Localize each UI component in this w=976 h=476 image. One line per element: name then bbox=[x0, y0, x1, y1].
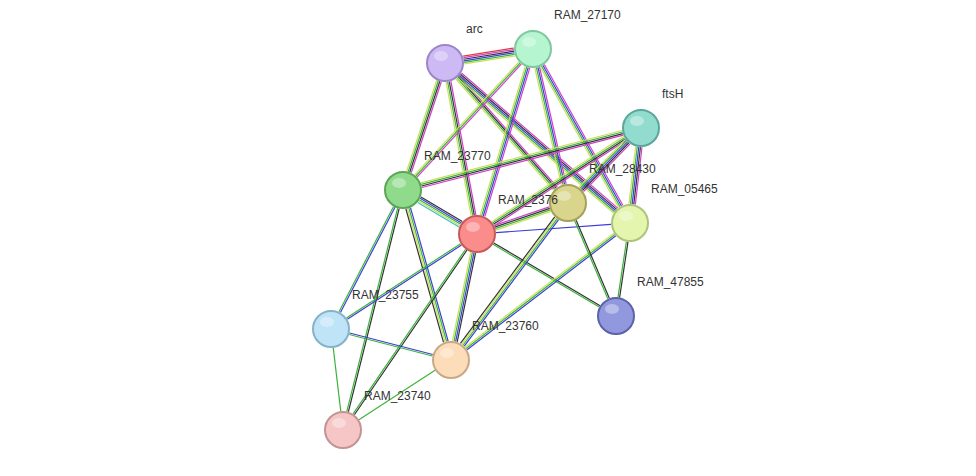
node-highlight bbox=[557, 191, 571, 201]
evidence-line bbox=[464, 56, 514, 64]
node-highlight bbox=[466, 222, 480, 232]
evidence-line bbox=[576, 220, 609, 298]
evidence-line bbox=[409, 208, 447, 341]
evidence-line bbox=[350, 333, 433, 354]
evidence-line bbox=[538, 67, 565, 184]
node-highlight bbox=[320, 317, 334, 327]
node-label: RAM_23755 bbox=[352, 288, 419, 302]
evidence-line bbox=[493, 139, 625, 224]
evidence-line bbox=[348, 209, 399, 412]
evidence-line bbox=[419, 201, 460, 226]
node-highlight bbox=[605, 304, 619, 314]
interaction-edge bbox=[494, 207, 551, 230]
node-label: RAM_27170 bbox=[554, 8, 621, 22]
evidence-line bbox=[494, 140, 626, 225]
interaction-edge bbox=[618, 242, 628, 298]
node-highlight bbox=[619, 211, 633, 221]
evidence-line bbox=[494, 243, 600, 306]
evidence-line bbox=[492, 136, 624, 221]
interaction-edge bbox=[353, 249, 467, 415]
protein-node: ftsH bbox=[622, 109, 660, 147]
evidence-line bbox=[493, 138, 625, 223]
node-label: RAM_2376 bbox=[498, 193, 558, 207]
interaction-edge bbox=[493, 243, 600, 307]
evidence-line bbox=[620, 242, 628, 297]
interaction-edge bbox=[415, 62, 522, 177]
evidence-line bbox=[480, 66, 525, 215]
node-highlight bbox=[392, 178, 406, 188]
evidence-line bbox=[333, 348, 341, 411]
interaction-edge bbox=[446, 81, 476, 216]
interaction-edge bbox=[575, 220, 610, 299]
protein-node: RAM_47855 bbox=[597, 297, 635, 335]
evidence-line bbox=[419, 200, 460, 225]
evidence-line bbox=[575, 221, 608, 299]
node-highlight bbox=[440, 348, 454, 358]
evidence-line bbox=[359, 370, 435, 419]
node-highlight bbox=[522, 37, 536, 47]
node-label: arc bbox=[466, 22, 483, 36]
node-label: RAM_23760 bbox=[472, 319, 539, 333]
protein-node: RAM_23770 bbox=[384, 171, 422, 209]
interaction-edge bbox=[465, 233, 616, 349]
node-label: RAM_47855 bbox=[637, 275, 704, 289]
evidence-line bbox=[349, 335, 432, 356]
evidence-line bbox=[415, 62, 519, 175]
node-highlight bbox=[434, 51, 448, 61]
protein-node: arc bbox=[426, 44, 464, 82]
evidence-line bbox=[353, 249, 466, 414]
evidence-line bbox=[416, 63, 520, 176]
evidence-line bbox=[449, 82, 474, 216]
node-highlight bbox=[332, 418, 346, 428]
evidence-line bbox=[540, 67, 567, 184]
interaction-edge bbox=[418, 197, 463, 227]
node-highlight bbox=[630, 116, 644, 126]
node-label: RAM_23770 bbox=[424, 149, 491, 163]
evidence-line bbox=[421, 197, 462, 222]
evidence-line bbox=[466, 235, 615, 349]
node-label: RAM_05465 bbox=[651, 182, 718, 196]
protein-node: RAM_05465 bbox=[611, 204, 649, 242]
evidence-line bbox=[448, 82, 473, 216]
evidence-line bbox=[420, 198, 461, 223]
protein-node: RAM_23760 bbox=[432, 341, 470, 379]
interaction-edge bbox=[359, 370, 435, 419]
evidence-line bbox=[465, 233, 614, 347]
interaction-edge bbox=[349, 333, 433, 356]
evidence-line bbox=[446, 82, 471, 216]
evidence-line bbox=[464, 54, 514, 62]
evidence-line bbox=[467, 236, 616, 350]
evidence-line bbox=[458, 77, 614, 212]
evidence-line bbox=[495, 208, 550, 227]
evidence-line bbox=[536, 68, 563, 185]
evidence-line bbox=[354, 250, 467, 415]
protein-node: RAM_2376 bbox=[458, 215, 496, 253]
protein-node: RAM_23740 bbox=[324, 411, 362, 449]
evidence-line bbox=[418, 202, 459, 227]
evidence-line bbox=[535, 68, 562, 185]
interaction-edge bbox=[492, 136, 627, 225]
evidence-line bbox=[496, 211, 551, 230]
node-label: RAM_28430 bbox=[589, 162, 656, 176]
interaction-edge bbox=[333, 348, 341, 411]
protein-node: RAM_27170 bbox=[514, 30, 552, 68]
evidence-line bbox=[495, 210, 550, 229]
protein-node: RAM_23755 bbox=[312, 310, 350, 348]
evidence-line bbox=[618, 242, 626, 297]
evidence-line bbox=[347, 208, 398, 411]
interaction-edge bbox=[463, 48, 515, 64]
interaction-edge bbox=[347, 208, 399, 412]
evidence-line bbox=[493, 244, 599, 307]
evidence-line bbox=[451, 81, 476, 215]
node-label: ftsH bbox=[662, 87, 683, 101]
node-label: RAM_23740 bbox=[364, 389, 431, 403]
evidence-line bbox=[494, 207, 549, 226]
